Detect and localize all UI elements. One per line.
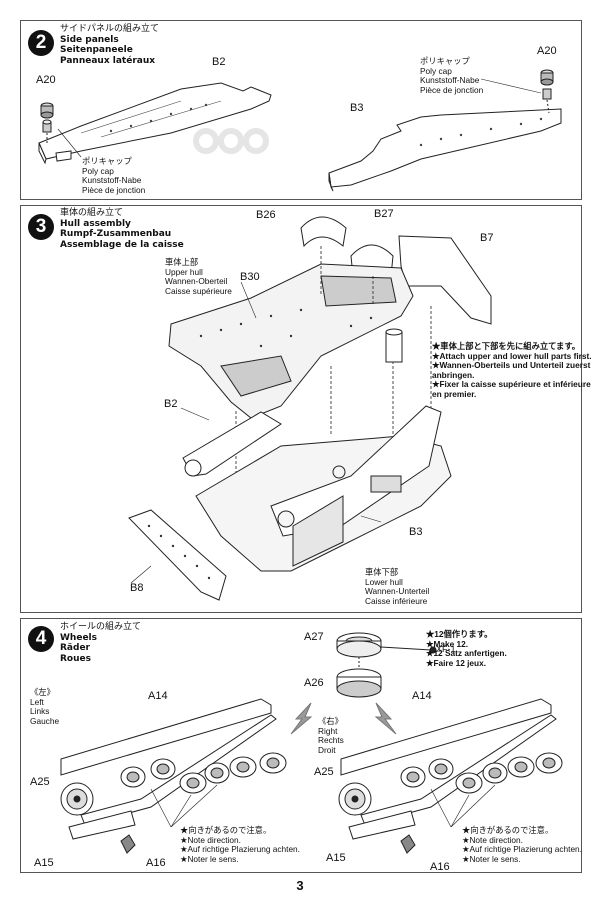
lower-hull-en: Lower hull xyxy=(365,576,403,587)
step2-polycap-left: ポリキャップ Poly cap Kunststoff-Nabe Pièce de… xyxy=(82,156,146,195)
step4-label-a26: A26 xyxy=(304,677,324,689)
step4-title-jp: ホイールの組み立て xyxy=(60,622,142,632)
step4-label-a14-left: A14 xyxy=(148,690,168,702)
step4-label-a15-right: A15 xyxy=(326,852,346,864)
attach-note-line5: ★Fixer la caisse supérieure et inférieur… xyxy=(432,379,591,389)
direction-left-en: ★Note direction. xyxy=(180,834,241,845)
attach-note-line2: ★Attach upper and lower hull parts first… xyxy=(432,350,592,361)
make12-de: ★12 Satz anfertigen. xyxy=(426,648,507,658)
step2-polycap-right: ポリキャップ Poly cap Kunststoff-Nabe Pièce de… xyxy=(420,56,484,95)
make12-jp: ★12個作ります。 xyxy=(426,629,493,639)
step4-title: ホイールの組み立て Wheels Räder Roues xyxy=(60,622,141,664)
step2-title-de: Seitenpaneele xyxy=(60,45,133,55)
step2-number: 2 xyxy=(28,30,54,56)
step3-panel xyxy=(20,205,582,613)
step4-label-a14-right: A14 xyxy=(412,690,432,702)
step4-label-a16-left: A16 xyxy=(146,857,166,869)
upper-hull-en: Upper hull xyxy=(165,266,203,277)
step2-label-a20-left: A20 xyxy=(36,74,56,86)
direction-left-fr: ★Noter le sens. xyxy=(180,853,239,864)
step4-diagram xyxy=(60,632,563,854)
left-fr: Gauche xyxy=(30,715,60,726)
step3-title: 車体の組み立て Hull assembly Rumpf-Zusammenbau … xyxy=(60,208,184,250)
polycap-right-en: Poly cap xyxy=(420,65,452,76)
step3-label-b3: B3 xyxy=(409,526,423,538)
left-de: Links xyxy=(30,706,50,716)
step4-title-en: Wheels xyxy=(60,632,97,643)
direction-left-de: ★Auf richtige Plazierung achten. xyxy=(180,844,300,854)
step3-label-b8: B8 xyxy=(130,582,144,594)
polycap-left-en: Poly cap xyxy=(82,165,114,176)
step3-label-b7: B7 xyxy=(480,232,494,244)
upper-hull-fr: Caisse supérieure xyxy=(165,285,232,296)
upper-hull-de: Wannen-Oberteil xyxy=(165,276,228,286)
step3-label-b27: B27 xyxy=(374,208,394,220)
direction-right-fr: ★Noter le sens. xyxy=(462,853,521,864)
step4-direction-note-right: ★向きがあるので注意。 ★Note direction. ★Auf richti… xyxy=(462,825,582,864)
left-en: Left xyxy=(30,696,44,707)
right-de: Rechts xyxy=(318,735,344,745)
step3-diagram xyxy=(128,216,492,601)
left-jp: 《左》 xyxy=(30,687,55,697)
step2-diagram xyxy=(38,69,562,192)
step3-label-b30: B30 xyxy=(240,271,260,283)
polycap-left-jp: ポリキャップ xyxy=(82,156,132,166)
attach-note-line6: en premier. xyxy=(432,388,477,399)
step2-label-b2: B2 xyxy=(212,56,226,68)
right-fr: Droit xyxy=(318,744,336,755)
step4-panel xyxy=(20,618,582,873)
step3-lower-hull-note: 車体下部 Lower hull Wannen-Unterteil Caisse … xyxy=(365,567,430,606)
polycap-right-jp: ポリキャップ xyxy=(420,56,470,66)
attach-note-line3: ★Wannen-Oberteils und Unterteil zuerst xyxy=(432,360,591,370)
upper-hull-jp: 車体上部 xyxy=(165,257,199,267)
step3-title-de: Rumpf-Zusammenbau xyxy=(60,229,172,239)
polycap-left-fr: Pièce de jonction xyxy=(82,184,146,195)
direction-right-de: ★Auf richtige Plazierung achten. xyxy=(462,844,582,854)
step4-direction-note-left: ★向きがあるので注意。 ★Note direction. ★Auf richti… xyxy=(180,825,300,864)
make12-en: ★Make 12. xyxy=(426,638,469,649)
step3-label-b26: B26 xyxy=(256,209,276,221)
polycap-left-de: Kunststoff-Nabe xyxy=(82,175,142,185)
direction-right-en: ★Note direction. xyxy=(462,834,523,845)
step4-label-a25-left: A25 xyxy=(30,776,50,788)
step4-title-de: Räder xyxy=(60,643,90,653)
right-jp: 《右》 xyxy=(318,716,343,726)
step4-title-fr: Roues xyxy=(60,653,91,664)
step3-label-b2: B2 xyxy=(164,398,178,410)
step3-attach-note: ★車体上部と下部を先に組み立てます。 ★Attach upper and low… xyxy=(432,341,592,399)
step2-title: サイドパネルの組み立て Side panels Seitenpaneele Pa… xyxy=(60,24,159,66)
step4-label-a25-right: A25 xyxy=(314,766,334,778)
step4-label-a27: A27 xyxy=(304,631,324,643)
polycap-right-fr: Pièce de jonction xyxy=(420,84,484,95)
step2-title-jp: サイドパネルの組み立て xyxy=(60,24,160,34)
lower-hull-de: Wannen-Unterteil xyxy=(365,586,430,596)
step4-right-side-label: 《右》 Right Rechts Droit xyxy=(318,716,344,755)
lower-hull-jp: 車体下部 xyxy=(365,567,399,577)
step2-label-a20-right: A20 xyxy=(537,45,557,57)
polycap-right-de: Kunststoff-Nabe xyxy=(420,75,480,85)
right-en: Right xyxy=(318,725,338,736)
step4-label-a16-right: A16 xyxy=(430,861,450,873)
step3-title-jp: 車体の組み立て xyxy=(60,208,124,218)
step3-title-fr: Assemblage de la caisse xyxy=(60,239,184,250)
attach-note-line4: anbringen. xyxy=(432,369,475,380)
step4-label-a15-left: A15 xyxy=(34,857,54,869)
step2-label-b3: B3 xyxy=(350,102,364,114)
step4-left-side-label: 《左》 Left Links Gauche xyxy=(30,687,60,726)
step2-panel xyxy=(20,20,582,200)
direction-right-jp: ★向きがあるので注意。 xyxy=(462,825,554,835)
step4-number: 4 xyxy=(28,626,54,652)
step3-number: 3 xyxy=(28,214,54,240)
direction-left-jp: ★向きがあるので注意。 xyxy=(180,825,272,835)
step3-upper-hull-note: 車体上部 Upper hull Wannen-Oberteil Caisse s… xyxy=(165,257,232,296)
attach-note-line1: ★車体上部と下部を先に組み立てます。 xyxy=(432,341,581,351)
lower-hull-fr: Caisse inférieure xyxy=(365,595,428,606)
step4-label-xf1: XF-1 xyxy=(436,644,456,654)
step2-title-fr: Panneaux latéraux xyxy=(60,55,156,66)
step4-make12-note: ★12個作ります。 ★Make 12. ★12 Satz anfertigen.… xyxy=(426,629,507,668)
page-number: 3 xyxy=(296,878,304,893)
step3-title-en: Hull assembly xyxy=(60,218,131,229)
make12-fr: ★Faire 12 jeux. xyxy=(426,657,487,668)
step2-title-en: Side panels xyxy=(60,34,119,45)
